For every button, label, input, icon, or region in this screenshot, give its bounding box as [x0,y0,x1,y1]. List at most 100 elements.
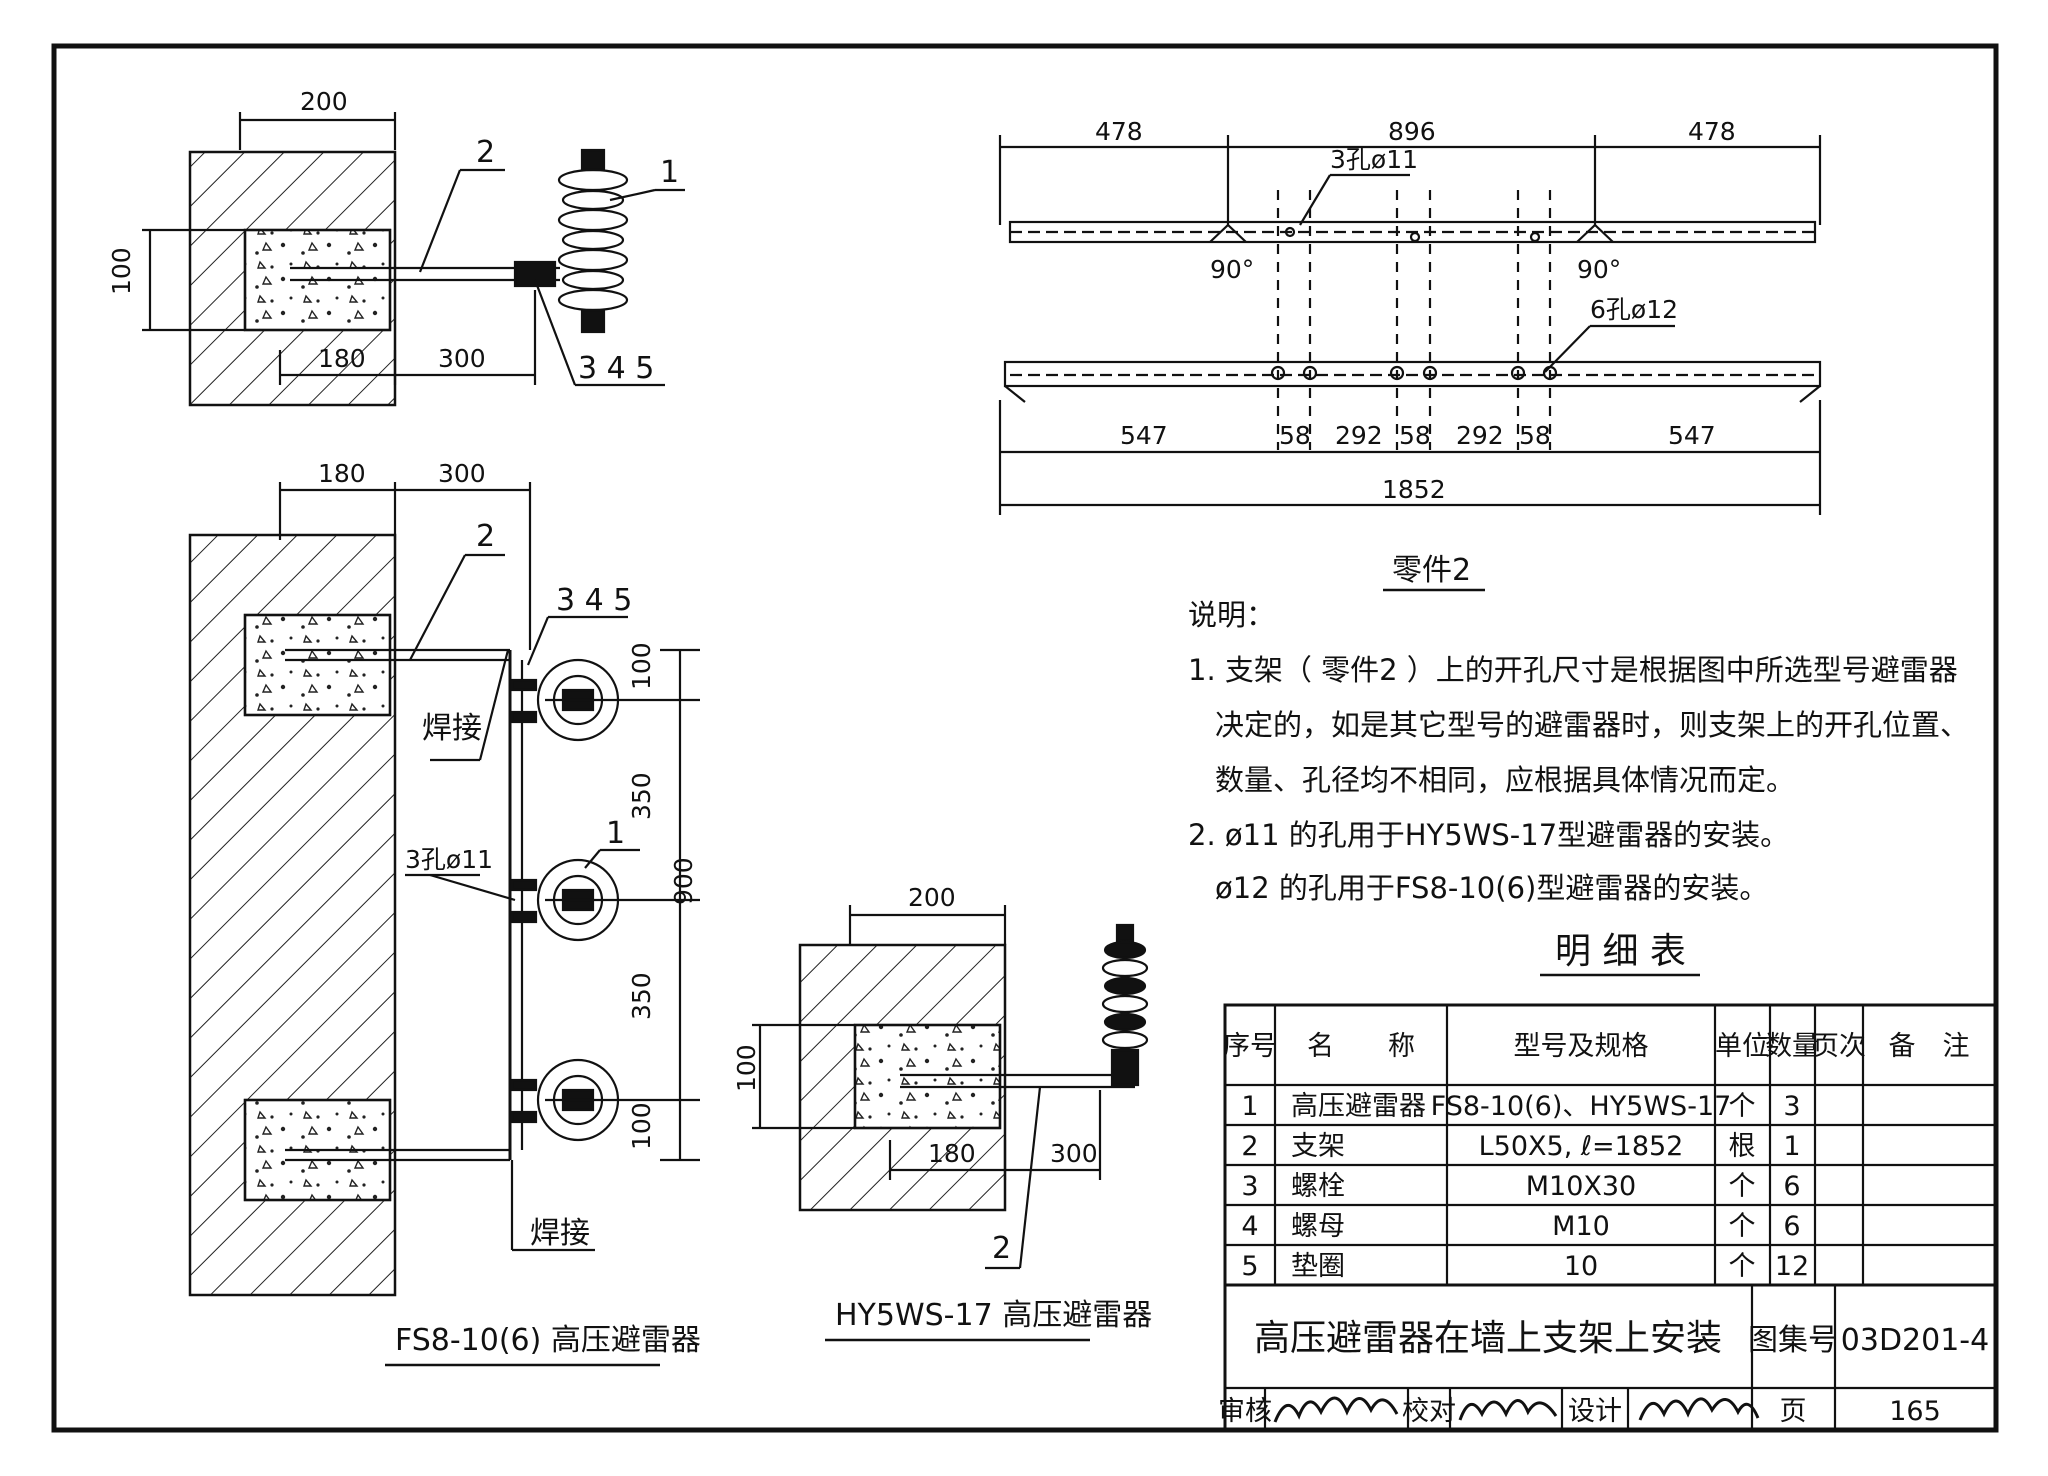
bom-cell: 10 [1564,1251,1598,1282]
bom-row-2: 2 支架 L50X5, ℓ=1852 根 1 [1241,1131,1800,1162]
dim-front-top-gap: 100 [627,642,656,690]
weld-label-lower: 焊接 [530,1216,590,1251]
bom-cell: 6 [1783,1211,1800,1242]
arrester-fs8-icon [557,148,629,334]
callout-top-bracket: 2 [476,135,495,170]
bom-cell: 个 [1729,1211,1756,1242]
bom-cell: 2 [1241,1131,1258,1162]
title-block-grid [1223,1283,1997,1432]
dim-part2-bottom-2: 292 [1335,421,1383,450]
callout-front-bracket: 2 [476,519,495,554]
dim-hy-arm: 300 [1050,1139,1098,1168]
callout-top-fasteners: 3 4 5 [578,351,654,386]
bom-header-name: 名 称 [1307,1031,1415,1062]
bom-cell: 螺母 [1291,1211,1345,1242]
notes-heading: 说明： [1188,598,1275,632]
callout-hy-bracket: 2 [992,1231,1011,1266]
bom-header-qty: 数量 [1765,1031,1819,1062]
page-number: 165 [1889,1396,1941,1427]
note-line-5: ø12 的孔用于FS8-10(6)型避雷器的安装。 [1215,871,1768,905]
holes-12-part2-label: 6孔ø12 [1590,295,1678,324]
dim-part2-bottom-1: 58 [1279,421,1311,450]
dim-part2-bottom-0: 547 [1120,421,1168,450]
bom-cell: 螺栓 [1291,1171,1345,1202]
dim-hy-height: 100 [732,1044,761,1092]
design-label: 设计 [1568,1396,1622,1427]
bom-header-seq: 序号 [1223,1031,1277,1062]
drawing-title: 高压避雷器在墙上支架上安装 [1254,1318,1722,1359]
bom-cell: 3 [1241,1171,1258,1202]
angle-right-label: 90° [1577,255,1621,284]
dim-front-bottom-gap: 100 [627,1102,656,1150]
bom-title: 明 细 表 [1555,931,1686,972]
callout-top-arrester: 1 [660,155,679,190]
dim-part2-total: 1852 [1382,475,1446,504]
dim-top-arm: 300 [438,344,486,373]
bom-cell: 个 [1729,1091,1756,1122]
bom-cell: 支架 [1291,1131,1345,1162]
note-line-3: 数量、孔径均不相同，应根据具体情况而定。 [1215,763,1795,797]
bom-header-spec: 型号及规格 [1514,1031,1649,1062]
angle-iron-bottom [1003,360,1822,388]
bom-row-1: 1 高压避雷器 FS8-10(6)、HY5WS-17 个 3 [1241,1091,1800,1122]
bom-row-5: 5 垫圈 10 个 12 [1241,1251,1809,1282]
arrester-hy5ws-icon [1101,923,1149,1087]
holes-11-front-label: 3孔ø11 [405,845,493,874]
bom-cell: 根 [1729,1131,1756,1162]
front-view [188,482,700,1297]
bom-cell: 个 [1729,1251,1756,1282]
bom-cell: 1 [1241,1091,1258,1122]
dim-part2-bottom-5: 58 [1519,421,1551,450]
note-line-1: 1. 支架（ 零件2 ）上的开孔尺寸是根据图中所选型号避雷器 [1188,653,1958,687]
dim-front-arm: 300 [438,459,486,488]
dim-front-embed: 180 [318,459,366,488]
dim-top-height: 100 [107,247,136,295]
dim-part2-bottom-3: 58 [1399,421,1431,450]
dim-part2-top-1: 896 [1388,117,1436,146]
notes: 说明： 1. 支架（ 零件2 ）上的开孔尺寸是根据图中所选型号避雷器 决定的，如… [1188,598,1969,905]
page-label: 页 [1780,1396,1807,1427]
sheet-border [51,43,1999,1433]
dim-front-total: 900 [669,857,698,905]
bom-cell: 个 [1729,1171,1756,1202]
note-line-4: 2. ø11 的孔用于HY5WS-17型避雷器的安装。 [1188,818,1789,852]
bom-cell: 6 [1783,1171,1800,1202]
signature-design [1638,1397,1760,1421]
dim-top-embed: 180 [318,344,366,373]
dim-front-spacing-2: 350 [627,972,656,1020]
bom-cell: 垫圈 [1291,1251,1345,1282]
check-label: 校对 [1402,1396,1456,1427]
caption-hy5ws: HY5WS-17 高压避雷器 [835,1298,1152,1333]
note-line-2: 决定的，如是其它型号的避雷器时，则支架上的开孔位置、 [1215,708,1969,742]
angle-left-label: 90° [1210,255,1254,284]
bom-header-page: 页次 [1812,1031,1866,1062]
dim-hy-embed: 180 [928,1139,976,1168]
dim-hy-width: 200 [908,883,956,912]
weld-label-upper: 焊接 [422,711,482,746]
bom-cell: M10 [1552,1211,1610,1242]
bom-cell: 3 [1783,1091,1800,1122]
top-left-view [142,112,685,407]
dim-part2-top-0: 478 [1095,117,1143,146]
part2-drawing [998,135,1822,592]
callout-front-arrester: 1 [606,816,625,851]
bom-cell: L50X5, ℓ=1852 [1479,1131,1684,1162]
holes-11-part2-label: 3孔ø11 [1330,145,1418,174]
atlas-label: 图集号 [1748,1323,1838,1358]
atlas-number: 03D201-4 [1841,1323,1989,1358]
bom-cell: 高压避雷器 [1291,1091,1426,1122]
dim-front-spacing-1: 350 [627,772,656,820]
bom-cell: 12 [1775,1251,1809,1282]
review-label: 审核 [1218,1396,1272,1427]
bom-cell: 1 [1783,1131,1800,1162]
bom-row-3: 3 螺栓 M10X30 个 6 [1241,1171,1800,1202]
dim-part2-top-2: 478 [1688,117,1736,146]
dim-part2-bottom-4: 292 [1456,421,1504,450]
callout-front-fasteners: 3 4 5 [556,583,632,618]
signature-review [1273,1396,1399,1423]
dim-part2-bottom-6: 547 [1668,421,1716,450]
bom-header-row: 序号 名 称 型号及规格 单位 数量 页次 备 注 [1223,1031,1970,1062]
bom-cell: M10X30 [1526,1171,1637,1202]
bom-cell: 5 [1241,1251,1258,1282]
